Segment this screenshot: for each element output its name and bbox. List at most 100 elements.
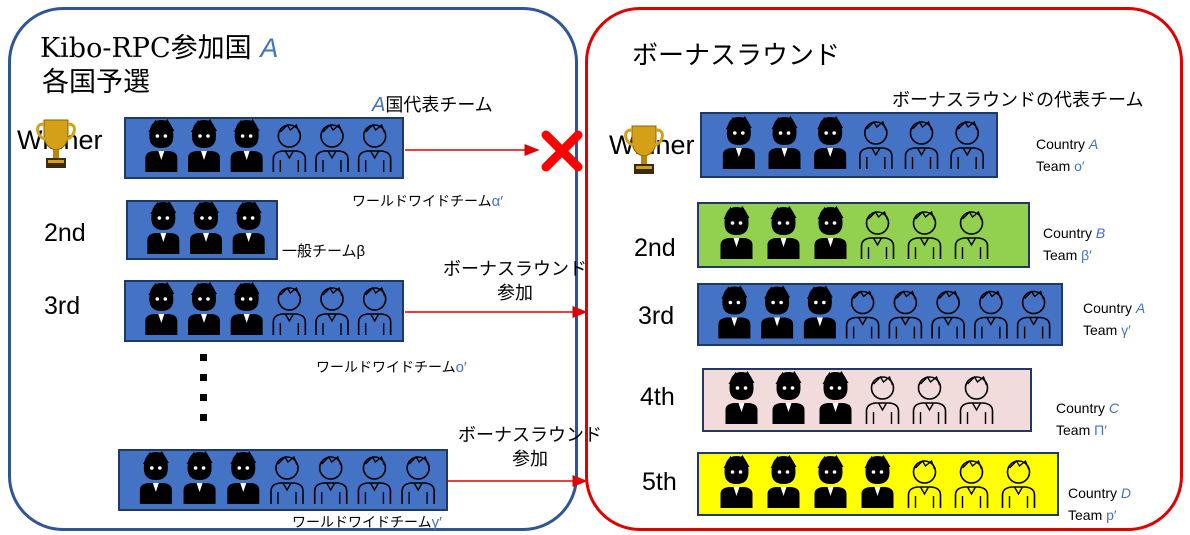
right-title: ボーナスラウンド	[632, 41, 841, 71]
team-var: p′	[1106, 507, 1117, 523]
country-text: Country	[1083, 300, 1133, 316]
right-team-2nd	[697, 202, 1030, 268]
right-label-5th: Country D Team p′	[1068, 482, 1131, 526]
team-members	[720, 206, 989, 259]
person-outline-icon	[315, 123, 349, 172]
right-rank-4th: 4th	[640, 383, 675, 411]
person-outline-icon	[272, 123, 307, 172]
vertical-ellipsis	[196, 348, 216, 428]
right-label-2nd: Country B Team β′	[1043, 222, 1105, 266]
person-dark-icon	[188, 282, 220, 335]
team-members	[718, 285, 1051, 339]
right-panel-bonus-round	[585, 7, 1183, 531]
left-team-3rd	[124, 280, 404, 342]
person-dark-icon	[803, 285, 836, 339]
bonus-participation-label-1: ボーナスラウンド 参加	[440, 258, 590, 306]
country-var: D	[1120, 485, 1132, 501]
right-team-4th	[702, 368, 1032, 432]
country-text: Country	[1068, 485, 1118, 501]
left-title: Kibo-RPC参加国 A	[40, 33, 278, 64]
person-outline-icon	[954, 459, 989, 508]
person-dark-icon	[761, 285, 794, 339]
left-rank-2nd: 2nd	[44, 219, 86, 247]
right-label-2nd-country: Country B	[1043, 222, 1105, 244]
person-outline-icon	[954, 210, 989, 259]
worldwide-alpha: α′	[491, 193, 504, 210]
person-dark-icon	[230, 282, 263, 335]
person-dark-icon	[767, 206, 800, 259]
trophy-icon	[624, 125, 664, 174]
team-var: γ′	[1121, 322, 1131, 338]
right-rank-2nd: 2nd	[634, 234, 676, 262]
person-dark-icon	[768, 116, 801, 169]
right-team-5th	[697, 452, 1059, 516]
person-dark-icon	[188, 119, 220, 172]
left-team-winner	[124, 117, 404, 179]
right-label-5th-country: Country D	[1068, 482, 1131, 504]
team-text: Team	[1036, 158, 1071, 174]
team-var: o′	[1074, 158, 1085, 174]
bonus-label-1-line1: ボーナスラウンド	[443, 259, 587, 280]
country-var: C	[1108, 400, 1120, 416]
country-text: Country	[1056, 400, 1106, 416]
person-outline-icon	[357, 123, 392, 172]
team-members	[145, 119, 392, 172]
person-dark-icon	[725, 371, 758, 424]
team-text: Team	[1068, 507, 1103, 523]
person-dark-icon	[147, 202, 180, 254]
team-text: Team	[1043, 247, 1078, 263]
left-subtitle: 各国予選	[42, 67, 150, 98]
worldwide-team-gamma: ワールドワイドチームγ′	[292, 512, 442, 532]
team-members	[145, 282, 392, 335]
right-subtitle: ボーナスラウンドの代表チーム	[892, 90, 1144, 111]
team-members	[147, 202, 265, 254]
person-dark-icon	[145, 282, 178, 335]
country-var: A	[1088, 136, 1099, 152]
right-rank-3rd: 3rd	[638, 302, 675, 330]
person-dark-icon	[718, 285, 751, 339]
team-var: β′	[1081, 247, 1092, 263]
right-label-4th-country: Country C	[1056, 397, 1119, 419]
team-text: Team	[1056, 422, 1091, 438]
person-outline-icon	[860, 210, 895, 259]
person-outline-icon	[270, 455, 304, 504]
person-dark-icon	[720, 455, 753, 508]
right-label-4th-team: Team Π′	[1056, 419, 1119, 441]
right-label-3rd: Country A Team γ′	[1083, 297, 1145, 341]
team-members	[725, 371, 994, 424]
person-outline-icon	[313, 455, 348, 504]
right-label-4th: Country C Team Π′	[1056, 397, 1119, 441]
worldwide-team-o: ワールドワイドチームo′	[316, 357, 467, 377]
team-members	[139, 451, 435, 504]
worldwide-label-2: ワールドワイドチーム	[316, 360, 456, 376]
person-outline-icon	[859, 120, 893, 169]
person-outline-icon	[1016, 290, 1051, 339]
person-dark-icon	[232, 202, 265, 254]
general-team-beta: 一般チームβ	[282, 243, 366, 260]
country-text: Country	[1043, 225, 1093, 241]
person-dark-icon	[190, 202, 222, 254]
left-panel-national-qualifiers	[8, 7, 578, 531]
bonus-label-2-line2: 参加	[512, 449, 548, 470]
country-text: Country	[1036, 136, 1086, 152]
left-rank-3rd: 3rd	[44, 292, 81, 320]
right-label-5th-team: Team p′	[1068, 504, 1131, 526]
person-outline-icon	[907, 210, 942, 259]
person-outline-icon	[272, 286, 307, 335]
person-outline-icon	[931, 290, 965, 339]
worldwide-team-alpha: ワールドワイドチームα′	[352, 191, 503, 211]
rep-team-text: 国代表チーム	[385, 95, 493, 116]
right-label-3rd-country: Country A	[1083, 297, 1145, 319]
person-dark-icon	[227, 451, 260, 504]
team-var: Π′	[1094, 422, 1107, 438]
person-outline-icon	[845, 290, 880, 339]
person-outline-icon	[888, 290, 923, 339]
person-dark-icon	[819, 371, 852, 424]
bonus-participation-label-2: ボーナスラウンド 参加	[455, 424, 605, 472]
person-outline-icon	[912, 375, 947, 424]
person-dark-icon	[861, 455, 894, 508]
left-team-last	[118, 449, 448, 511]
right-team-3rd	[697, 283, 1063, 346]
team-members	[722, 116, 984, 169]
